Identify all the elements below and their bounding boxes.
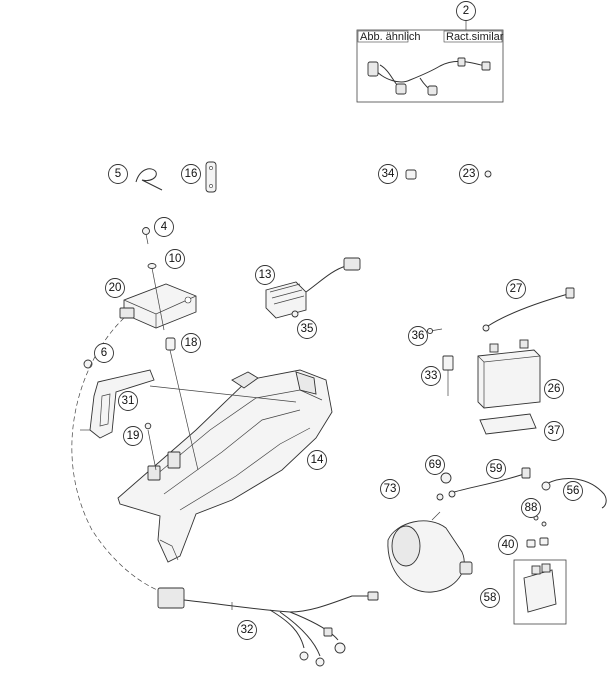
svg-text:32: 32: [241, 624, 254, 636]
clip-part: [405, 169, 417, 180]
rubber-bush-part: [165, 337, 176, 351]
screw-part-35: [291, 310, 299, 318]
callout-5: 5: [108, 164, 128, 184]
svg-text:56: 56: [567, 485, 580, 497]
svg-text:10: 10: [169, 253, 182, 265]
main-frame-part: [117, 369, 333, 563]
callout-56: 56: [563, 481, 583, 501]
svg-text:37: 37: [548, 425, 561, 437]
fuses-part-40: [526, 537, 549, 548]
inset-box: Abb. ähnlich Ract.similar: [356, 20, 504, 103]
pad-part: [479, 413, 537, 435]
voltage-regulator-part: [265, 257, 361, 319]
callout-13: 13: [255, 265, 275, 285]
svg-text:33: 33: [425, 370, 438, 382]
svg-text:20: 20: [109, 282, 122, 294]
svg-text:59: 59: [490, 463, 503, 475]
battery-part: [477, 339, 541, 409]
support-bracket-part: [80, 369, 155, 439]
svg-text:13: 13: [259, 269, 272, 281]
callout-58: 58: [480, 588, 500, 608]
bulb-part: [440, 472, 452, 484]
holder-part: [83, 359, 93, 369]
svg-text:36: 36: [412, 330, 425, 342]
svg-text:18: 18: [185, 337, 198, 349]
cable-tie-part: [135, 168, 163, 191]
callout-36: 36: [408, 326, 428, 346]
screw-part-36: [426, 327, 443, 335]
callout-69: 69: [425, 455, 445, 475]
svg-text:69: 69: [429, 459, 442, 471]
svg-text:14: 14: [311, 454, 324, 466]
callout-20: 20: [105, 278, 125, 298]
callout-73: 73: [380, 479, 400, 499]
svg-text:23: 23: [463, 168, 476, 180]
callout-40: 40: [498, 535, 518, 555]
callout-2: 2: [456, 1, 476, 21]
bolt-part: [142, 227, 150, 245]
nut-part: [484, 170, 492, 178]
callout-16: 16: [181, 164, 201, 184]
callout-18: 18: [181, 333, 201, 353]
callout-14: 14: [307, 450, 327, 470]
callout-88: 88: [521, 498, 541, 518]
callout-37: 37: [544, 421, 564, 441]
main-wiring-harness-part: [157, 587, 379, 667]
callout-34: 34: [378, 164, 398, 184]
svg-text:16: 16: [185, 168, 198, 180]
svg-text:40: 40: [502, 539, 515, 551]
battery-cable-part: [482, 287, 575, 332]
small-screw-part-19: [144, 422, 152, 430]
callout-23: 23: [459, 164, 479, 184]
svg-text:4: 4: [161, 221, 168, 233]
callout-59: 59: [486, 459, 506, 479]
svg-text:6: 6: [101, 347, 107, 359]
callout-6: 6: [94, 343, 114, 363]
callout-4: 4: [154, 217, 174, 237]
callout-10: 10: [165, 249, 185, 269]
svg-text:26: 26: [548, 383, 561, 395]
small-nuts-part: [533, 515, 547, 527]
svg-text:34: 34: [382, 168, 395, 180]
washer-part: [147, 263, 157, 269]
callout-32: 32: [237, 620, 257, 640]
svg-text:31: 31: [122, 395, 135, 407]
callout-33: 33: [421, 366, 441, 386]
starter-cable-part: [448, 467, 531, 498]
svg-text:58: 58: [484, 592, 497, 604]
svg-text:27: 27: [510, 283, 523, 295]
starter-motor-part: [387, 511, 473, 593]
svg-text:5: 5: [115, 168, 121, 180]
callout-31: 31: [118, 391, 138, 411]
bracket-strip-part: [205, 161, 217, 193]
callout-27: 27: [506, 279, 526, 299]
callout-26: 26: [544, 379, 564, 399]
ground-cable-part: [541, 478, 607, 509]
callout-19: 19: [123, 426, 143, 446]
starter-relay-part: [513, 559, 567, 625]
svg-text:88: 88: [525, 502, 538, 514]
svg-text:73: 73: [384, 483, 397, 495]
svg-text:19: 19: [127, 430, 140, 442]
callout-35: 35: [297, 319, 317, 339]
nut-part-73: [436, 493, 444, 501]
svg-text:35: 35: [301, 323, 314, 335]
svg-text:2: 2: [463, 5, 469, 17]
control-unit-part: [119, 283, 197, 329]
inset-label-left: Abb. ähnlich: [360, 31, 421, 43]
fuse-part: [442, 355, 454, 396]
inset-label-right: Ract.similar: [446, 31, 504, 43]
